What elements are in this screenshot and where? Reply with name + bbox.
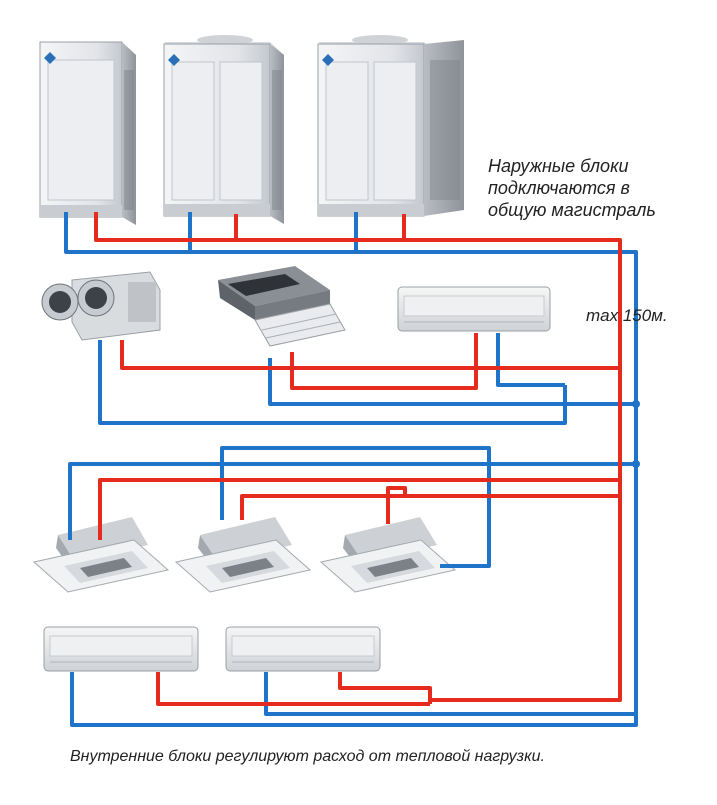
- wall-split-unit-icon: [225, 626, 381, 672]
- outdoor-caption-line-2: подключаются в: [488, 178, 630, 198]
- outdoor-units-caption: Наружные блоки подключаются в общую маги…: [488, 155, 688, 221]
- brand-logo-icon: [322, 54, 334, 66]
- outdoor-unit-icon: [163, 35, 284, 224]
- outdoor-unit-icon: [39, 41, 136, 225]
- wall-split-unit-top: [397, 286, 551, 332]
- ducted-unit-icon: [41, 271, 161, 341]
- outdoor-caption-line-3: общую магистраль: [488, 200, 656, 220]
- outdoor-unit-2: [163, 35, 284, 224]
- brand-logo-icon: [44, 52, 56, 64]
- outdoor-unit-1: [39, 41, 136, 225]
- outdoor-unit-3: [317, 35, 464, 217]
- wall-split-unit-bottom-1: [43, 626, 199, 672]
- cassette-unit-3: [319, 517, 457, 593]
- wall-split-unit-icon: [397, 286, 551, 332]
- ceiling-duct-unit-icon: [218, 266, 346, 347]
- brand-logo-icon: [168, 54, 180, 66]
- wall-split-unit-icon: [43, 626, 199, 672]
- cassette-unit-icon: [319, 517, 457, 593]
- ceiling-duct-unit: [218, 266, 346, 347]
- supply-pipe-network: [94, 212, 622, 706]
- cassette-unit-2: [174, 517, 312, 593]
- cassette-unit-icon: [174, 517, 312, 593]
- pipe-joints: [632, 400, 640, 468]
- return-pipe-network: [64, 212, 638, 727]
- max-length-label: max 150м.: [586, 306, 668, 325]
- wall-split-unit-bottom-2: [225, 626, 381, 672]
- indoor-units-caption: Внутренние блоки регулируют расход от те…: [70, 748, 545, 765]
- outdoor-unit-icon: [317, 35, 464, 217]
- cassette-unit-icon: [32, 517, 170, 593]
- outdoor-caption-line-1: Наружные блоки: [488, 156, 629, 176]
- cassette-unit-1: [32, 517, 170, 593]
- ducted-unit: [41, 271, 161, 341]
